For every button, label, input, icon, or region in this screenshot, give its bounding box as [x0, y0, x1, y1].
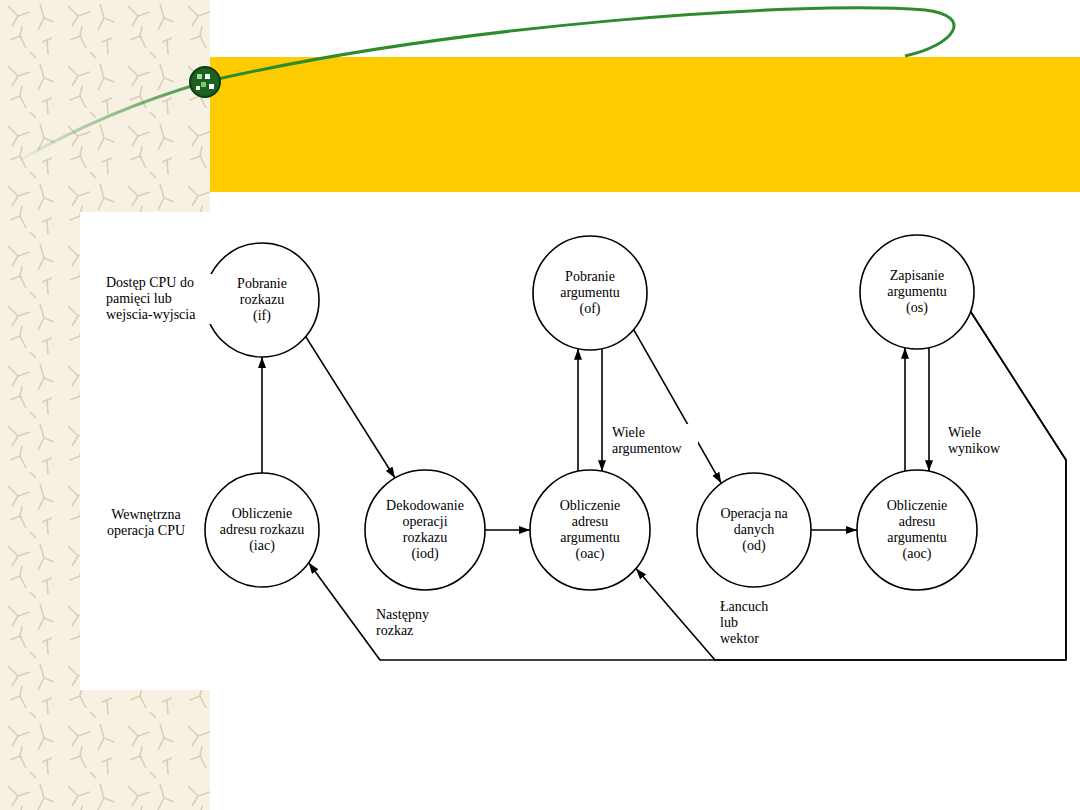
state-name: Operacja na danych: [710, 506, 798, 538]
transition-arrow: [904, 348, 906, 472]
state-circle: Operacja na danych(od): [696, 472, 812, 588]
circle-shape: [530, 470, 650, 590]
swoosh-tail: [20, 82, 205, 160]
transition-arrow: [309, 312, 1066, 661]
transition-arrow: [601, 349, 603, 472]
state-text: Operacja na danych(od): [710, 506, 798, 554]
transition-arrow: [634, 330, 722, 484]
transition-arrow: [928, 348, 930, 472]
dot-square: [196, 86, 200, 90]
title-band: [210, 57, 1080, 192]
state-text: Obliczenie adresu argumentu(oac): [546, 498, 634, 562]
transition-arrow: [577, 349, 579, 472]
state-circle: Pobranie argumentu(of): [532, 235, 648, 351]
edge-label: Wiele wynikow: [946, 424, 1012, 458]
swoosh-curve: [205, 8, 954, 82]
state-code: (oac): [546, 546, 634, 562]
row-note: Wewnętrzna operacja CPU: [104, 506, 188, 540]
dot-square: [205, 74, 210, 79]
transition-arrow: [636, 312, 1066, 661]
state-circle: Pobranie rozkazu(if): [204, 242, 320, 358]
state-code: (os): [873, 300, 961, 316]
state-name: Obliczenie adresu argumentu: [873, 498, 961, 546]
circle-shape: [205, 243, 319, 357]
state-code: (od): [710, 538, 798, 554]
state-code: (of): [546, 301, 634, 317]
state-code: (if): [218, 308, 306, 324]
circle-shape: [857, 470, 977, 590]
state-name: Pobranie argumentu: [546, 269, 634, 301]
edge-label: Łancuch lub wektor: [718, 598, 776, 648]
state-circle: Obliczenie adresu argumentu(aoc): [856, 469, 978, 591]
circle-shape: [533, 236, 647, 350]
transition-arrow: [811, 529, 857, 531]
state-circle: Obliczenie adresu argumentu(oac): [529, 469, 651, 591]
state-circle: Zapisanie argumentu(os): [859, 234, 975, 350]
transition-arrow: [306, 337, 395, 478]
state-circle: Dekodowanie operacji rozkazu(iod): [364, 469, 486, 591]
state-text: Pobranie rozkazu(if): [218, 276, 306, 324]
row-note: Dostęp CPU do pamięci lub wejscia-wyjsci…: [104, 274, 216, 324]
circle-shape: [205, 473, 319, 587]
transition-arrow: [485, 529, 530, 531]
state-name: Obliczenie adresu argumentu: [546, 498, 634, 546]
circle-shape: [860, 235, 974, 349]
state-code: (aoc): [873, 546, 961, 562]
state-name: Pobranie rozkazu: [218, 276, 306, 308]
state-name: Zapisanie argumentu: [873, 268, 961, 300]
state-name: Dekodowanie operacji rozkazu: [381, 498, 469, 546]
state-text: Dekodowanie operacji rozkazu(iod): [381, 498, 469, 562]
transition-arrow: [261, 357, 263, 473]
state-code: (iod): [381, 546, 469, 562]
state-text: Pobranie argumentu(of): [546, 269, 634, 317]
state-text: Zapisanie argumentu(os): [873, 268, 961, 316]
state-text: Obliczenie adresu argumentu(aoc): [873, 498, 961, 562]
dot-square: [209, 84, 214, 89]
state-circle: Obliczenie adresu rozkazu(iac): [204, 472, 320, 588]
state-name: Obliczenie adresu rozkazu: [218, 506, 306, 538]
circle-shape: [697, 473, 811, 587]
swoosh-dot: [190, 67, 220, 97]
dot-square: [201, 82, 206, 87]
diagram-ground: [80, 212, 1075, 690]
edge-label: Wiele argumentow: [610, 424, 698, 458]
state-text: Obliczenie adresu rozkazu(iac): [218, 506, 306, 554]
state-code: (iac): [218, 538, 306, 554]
dot-square: [197, 74, 202, 79]
edge-label: Następny rozkaz: [374, 606, 444, 640]
circle-shape: [365, 470, 485, 590]
